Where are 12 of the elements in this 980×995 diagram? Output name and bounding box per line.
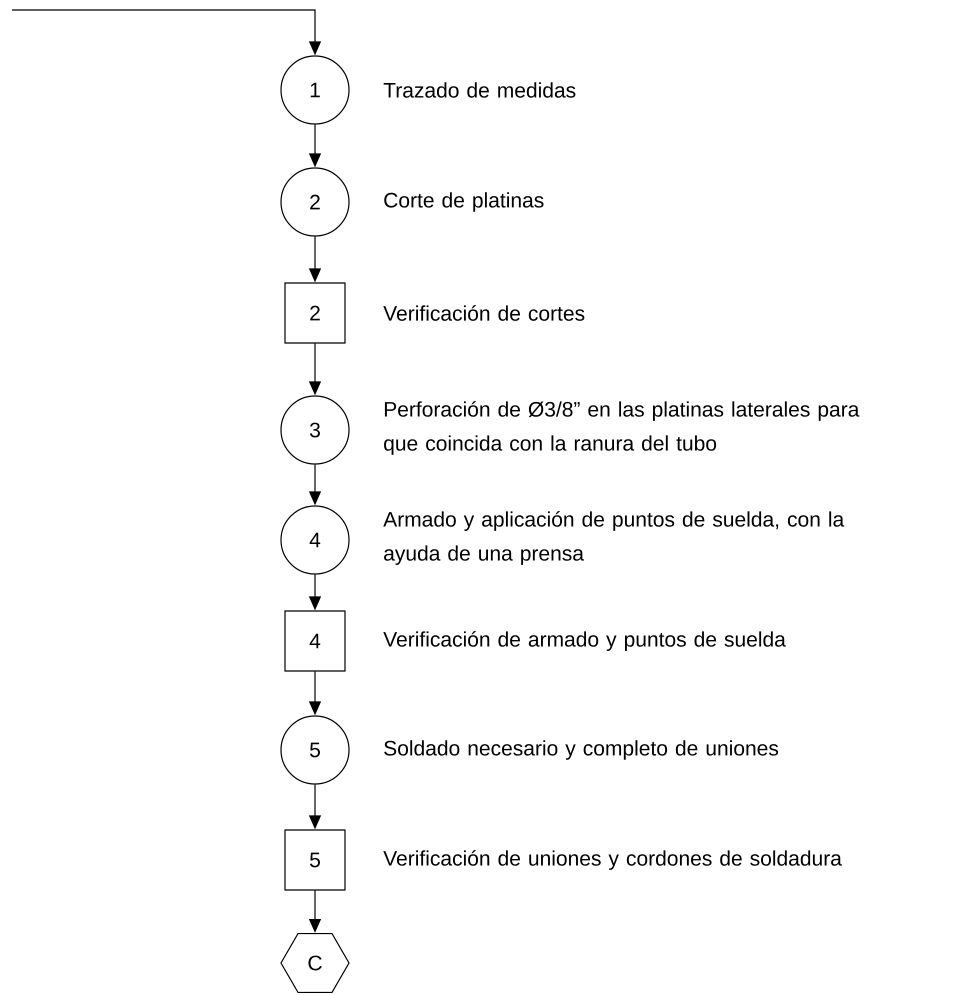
step-description: Armado y aplicación de puntos de suelda, con la ayuda de una prensa [383, 511, 844, 565]
inspection-box: 4 [284, 610, 346, 672]
step-description: Verificación de armado y puntos de suelda [383, 631, 786, 651]
inspection-box: 2 [284, 282, 346, 344]
step-description: Trazado de medidas [384, 82, 576, 98]
step-description: Verificación de uniones y cordones de soldadura [383, 850, 842, 870]
step-description: Soldado necesario y completo de uniones [384, 740, 778, 760]
step-description: Verificación de cortes [383, 305, 584, 321]
connector-hexagon: C [280, 932, 350, 994]
step-description: Perforación de Ø3/8” en las platinas laterales para que coincida con la ranura del tubo [384, 401, 860, 455]
inspection-box: 5 [284, 829, 346, 891]
step-description: Corte de platinas [384, 192, 544, 212]
